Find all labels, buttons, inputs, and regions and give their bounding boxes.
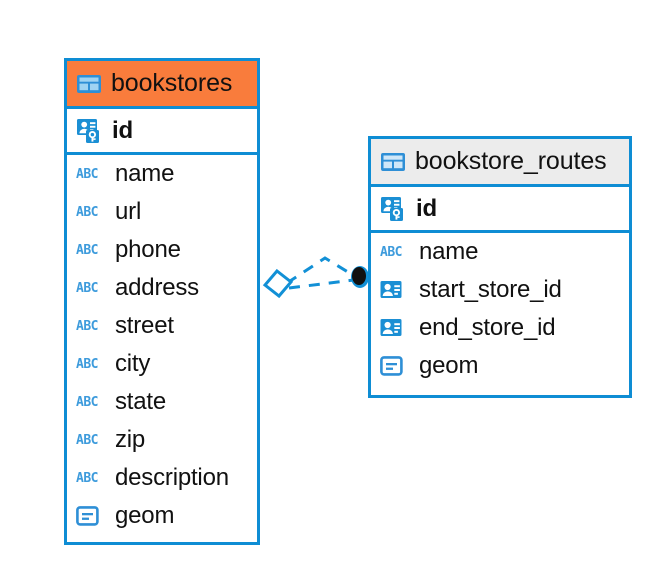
field-row-id[interactable]: id bbox=[371, 187, 629, 233]
abc-text-icon: ABC bbox=[380, 244, 402, 260]
relationship-line-lower bbox=[288, 278, 355, 290]
abc-text-icon: ABC bbox=[76, 470, 98, 486]
field-row-city[interactable]: ABC city bbox=[67, 345, 257, 383]
entity-header-bookstores[interactable]: bookstores bbox=[67, 61, 257, 109]
entity-title: bookstore_routes bbox=[415, 147, 607, 175]
abc-text-icon: ABC bbox=[76, 280, 98, 296]
geometry-icon bbox=[380, 355, 410, 377]
field-row-zip[interactable]: ABC zip bbox=[67, 421, 257, 459]
field-label: zip bbox=[115, 426, 146, 453]
abc-text-icon: ABC bbox=[76, 356, 98, 372]
field-row-address[interactable]: ABC address bbox=[67, 269, 257, 307]
entity-title: bookstores bbox=[111, 69, 233, 97]
field-label: name bbox=[419, 238, 479, 265]
field-label: street bbox=[115, 312, 174, 339]
relationship-line-upper bbox=[286, 256, 357, 285]
abc-text-icon: ABC bbox=[76, 204, 98, 220]
field-row-geom[interactable]: geom bbox=[371, 347, 629, 385]
geometry-icon bbox=[76, 505, 106, 527]
field-row-url[interactable]: ABC url bbox=[67, 193, 257, 231]
field-label: start_store_id bbox=[419, 276, 562, 303]
entity-table-bookstores[interactable]: bookstores id ABC bbox=[64, 58, 260, 545]
field-row-id[interactable]: id bbox=[67, 109, 257, 155]
field-row-description[interactable]: ABC description bbox=[67, 459, 257, 497]
field-row-street[interactable]: ABC street bbox=[67, 307, 257, 345]
abc-text-icon: ABC bbox=[76, 318, 98, 334]
table-icon bbox=[380, 152, 406, 172]
field-row-name[interactable]: ABC name bbox=[67, 155, 257, 193]
field-row-phone[interactable]: ABC phone bbox=[67, 231, 257, 269]
field-row-name[interactable]: ABC name bbox=[371, 233, 629, 271]
field-label: phone bbox=[115, 236, 181, 263]
field-label: description bbox=[115, 464, 229, 491]
foreign-key-icon bbox=[380, 318, 410, 338]
field-label: name bbox=[115, 160, 175, 187]
abc-text-icon: ABC bbox=[76, 432, 98, 448]
field-label: city bbox=[115, 350, 151, 377]
abc-text-icon: ABC bbox=[76, 166, 98, 182]
field-row-geom[interactable]: geom bbox=[67, 497, 257, 535]
abc-text-icon: ABC bbox=[76, 242, 98, 258]
field-label: end_store_id bbox=[419, 314, 556, 341]
foreign-key-icon bbox=[380, 280, 410, 300]
field-row-state[interactable]: ABC state bbox=[67, 383, 257, 421]
field-row-start-store-id[interactable]: start_store_id bbox=[371, 271, 629, 309]
field-label: address bbox=[115, 274, 199, 301]
field-label: id bbox=[416, 194, 437, 222]
field-label: id bbox=[112, 116, 133, 144]
diamond-marker bbox=[262, 268, 294, 299]
field-label: geom bbox=[115, 502, 175, 529]
field-row-end-store-id[interactable]: end_store_id bbox=[371, 309, 629, 347]
entity-header-bookstore-routes[interactable]: bookstore_routes bbox=[371, 139, 629, 187]
field-label: geom bbox=[419, 352, 479, 379]
field-label: url bbox=[115, 198, 142, 225]
table-icon bbox=[76, 74, 102, 94]
entity-table-bookstore-routes[interactable]: bookstore_routes id ABC bbox=[368, 136, 632, 398]
abc-text-icon: ABC bbox=[76, 394, 98, 410]
filled-circle-marker bbox=[351, 266, 369, 288]
field-label: state bbox=[115, 388, 167, 415]
primary-key-icon bbox=[380, 195, 407, 222]
primary-key-icon bbox=[76, 117, 103, 144]
